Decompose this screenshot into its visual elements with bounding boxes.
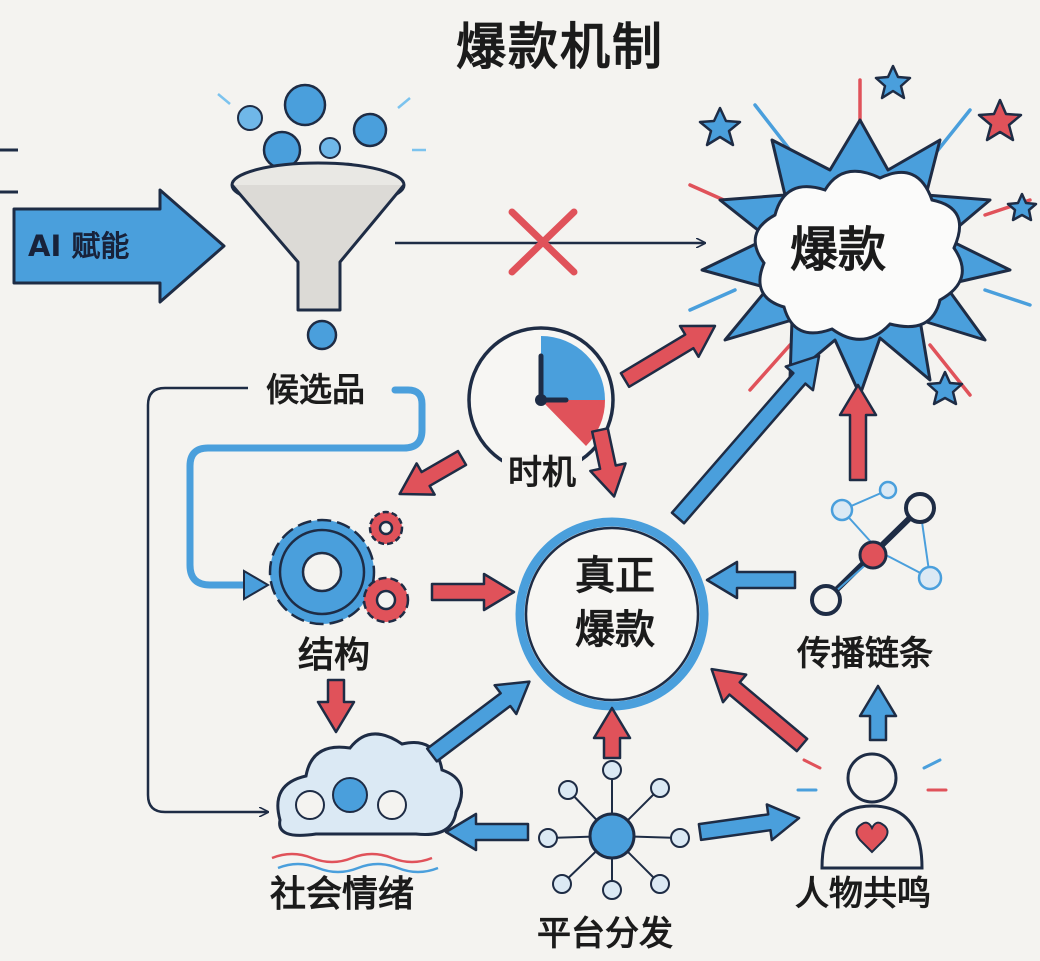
- arrow-structure-to-social: [316, 678, 356, 734]
- arrow-timing-to-structure: [398, 449, 468, 496]
- diagram-title: 爆款机制: [456, 18, 664, 76]
- arrow-platform-to-social: [444, 812, 530, 852]
- arrow-structure-to-core: [430, 572, 516, 612]
- arrow-core-to-hit: [670, 354, 821, 525]
- arrow-platform-to-resonance: [697, 803, 801, 842]
- person-heart-icon: [796, 752, 948, 870]
- structure-label: 结构: [298, 635, 371, 676]
- loop-to-social-emotion: [146, 386, 268, 812]
- social-emotion-label: 社会情绪: [270, 874, 415, 915]
- network-hub-icon: [538, 760, 690, 900]
- core-label-line1: 真正: [575, 553, 655, 599]
- star-icons: [698, 64, 1038, 406]
- edge-marks: [0, 148, 18, 194]
- clock-icon: [467, 326, 615, 474]
- arrow-platform-to-core: [592, 706, 632, 760]
- emotion-cloud-icon: [271, 732, 464, 874]
- arrow-timing-to-core: [589, 427, 627, 498]
- arrow-resonance-to-chain: [858, 684, 898, 742]
- viral-hit-label: 爆款: [790, 222, 887, 278]
- propagation-chain-label: 传播链条: [797, 634, 933, 674]
- ai-empower-arrow: [12, 188, 226, 304]
- loop-head-structure: [243, 569, 270, 601]
- gears-icon: [268, 510, 410, 626]
- arrow-chain-to-core: [705, 560, 797, 600]
- core-label-line2: 爆款: [575, 607, 655, 653]
- chain-network-icon: [810, 480, 943, 616]
- candidates-label: 候选品: [258, 373, 373, 406]
- flow-arrows: [316, 324, 898, 852]
- funnel-icon: [217, 83, 426, 351]
- cross-icon: [508, 208, 578, 276]
- platform-distribution-label: 平台分发: [537, 914, 673, 954]
- arrow-timing-to-hit: [619, 324, 717, 389]
- ai-empower-label: AI 赋能: [28, 229, 130, 263]
- core-circle: [515, 517, 709, 711]
- arrow-resonance-to-core: [710, 667, 809, 753]
- loop-to-structure: [186, 386, 426, 589]
- arrow-social-to-core: [425, 680, 531, 763]
- arrow-chain-to-hit: [838, 383, 878, 482]
- character-resonance-label: 人物共鸣: [795, 874, 931, 914]
- timing-label: 时机: [502, 456, 582, 490]
